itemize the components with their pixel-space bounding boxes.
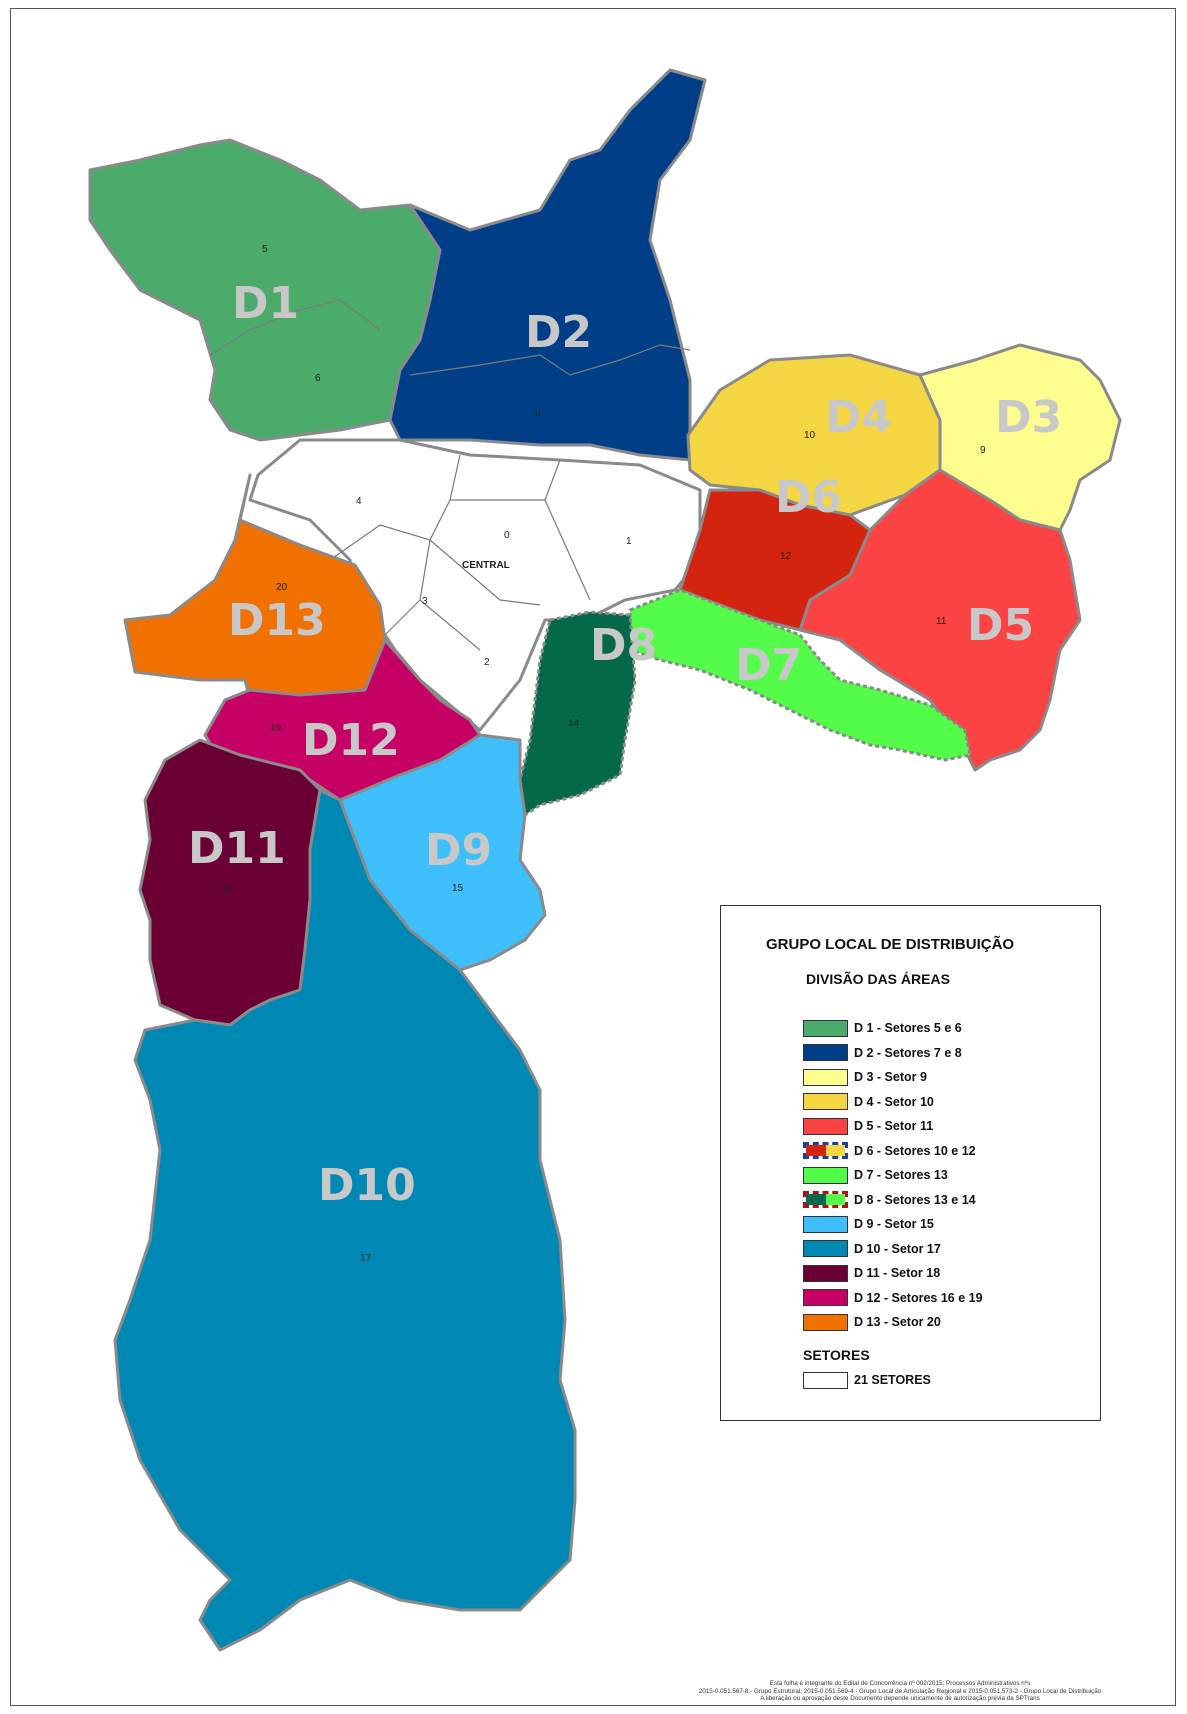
legend-item-label: D 10 - Setor 17 (854, 1241, 941, 1256)
sector-label: 0 (504, 530, 510, 541)
legend-item-label: D 6 - Setores 10 e 12 (854, 1143, 976, 1158)
sector-label: 15 (452, 883, 464, 894)
label-d2: D2 (525, 307, 592, 358)
sector-label: 3 (422, 596, 428, 607)
district-d6 (678, 488, 872, 632)
legend-subtitle: DIVISÃO DAS ÁREAS (806, 971, 950, 987)
district-d8 (518, 610, 637, 817)
legend-item-label: D 3 - Setor 9 (854, 1070, 927, 1084)
legend-item: D 11 - Setor 18 (803, 1263, 940, 1283)
sector-label: 17 (360, 1253, 372, 1264)
legend-swatch (803, 1371, 848, 1389)
legend-item-label: D 4 - Setor 10 (854, 1094, 934, 1109)
legend-swatch (802, 1141, 849, 1160)
footer-note: Esta folha é integrante do Edital de Con… (650, 1680, 1150, 1703)
sector-label: 2 (484, 657, 490, 668)
legend-title: GRUPO LOCAL DE DISTRIBUIÇÃO (766, 936, 1015, 953)
legend-sectors-heading: SETORES (803, 1347, 870, 1363)
district-d12 (203, 638, 482, 802)
label-d8: D8 (590, 620, 657, 671)
legend-item: D 2 - Setores 7 e 8 (803, 1043, 962, 1063)
legend-item: D 10 - Setor 17 (803, 1239, 941, 1259)
legend-item-label: D 12 - Setores 16 e 19 (854, 1290, 983, 1305)
label-d3: D3 (995, 392, 1062, 443)
label-d10: D10 (318, 1160, 416, 1211)
legend-swatch (803, 1019, 848, 1037)
footer-line-3: A liberação ou aprovação deste Documento… (760, 1695, 1040, 1702)
legend-item: D 7 - Setores 13 (803, 1165, 948, 1185)
legend-swatch (803, 1044, 848, 1061)
district-d2 (388, 68, 707, 462)
label-d12: D12 (302, 715, 400, 766)
legend-item-label: D 5 - Setor 11 (854, 1119, 934, 1133)
legend-item-label: D 11 - Setor 18 (854, 1266, 941, 1280)
legend-item: D 5 - Setor 11 (803, 1116, 933, 1136)
sector-label: 6 (315, 373, 321, 384)
label-d9: D9 (425, 825, 492, 876)
legend-swatch (803, 1191, 848, 1208)
legend-item: D 4 - Setor 10 (803, 1092, 934, 1112)
district-d10 (113, 788, 577, 1652)
legend-item: D 12 - Setores 16 e 19 (803, 1288, 983, 1308)
legend-item-label: D 9 - Setor 15 (854, 1217, 934, 1231)
sector-label: 4 (356, 496, 362, 507)
legend-swatch (803, 1117, 848, 1135)
sector-label: 9 (980, 445, 986, 456)
sector-label: 12 (780, 551, 792, 562)
legend-item-label: D 8 - Setores 13 e 14 (854, 1192, 976, 1207)
legend-box: GRUPO LOCAL DE DISTRIBUIÇÃO DIVISÃO DAS … (720, 905, 1101, 1421)
label-d13: D13 (228, 595, 326, 646)
legend-swatch (803, 1289, 848, 1306)
legend-item-label: D 13 - Setor 20 (854, 1315, 941, 1329)
d1-inner-border (209, 299, 381, 356)
legend-item-label: D 1 - Setores 5 e 6 (854, 1021, 962, 1035)
legend-item: D 8 - Setores 13 e 14 (803, 1190, 976, 1210)
legend-item-label: 21 SETORES (854, 1373, 931, 1387)
label-d7: D7 (735, 640, 802, 691)
legend-swatch (803, 1264, 848, 1282)
district-d7 (628, 588, 972, 762)
sector-label: 11 (936, 616, 947, 627)
label-d1: D1 (232, 278, 299, 329)
sector-label: 20 (276, 582, 288, 593)
sector-label: 10 (804, 430, 816, 441)
sector-label: 16 (222, 885, 234, 896)
central-label: CENTRAL (462, 560, 510, 571)
legend-swatch (803, 1215, 848, 1233)
central-sector-borders (329, 454, 591, 651)
label-d5: D5 (967, 600, 1034, 651)
legend-swatch (803, 1240, 848, 1257)
footer-line-2: 2015-0.051.567-8 - Grupo Estrutural; 201… (698, 1687, 1102, 1695)
legend-item: D 13 - Setor 20 (803, 1312, 941, 1332)
sector-label: 19 (270, 723, 282, 734)
label-d4: D4 (825, 392, 892, 443)
legend-item: D 1 - Setores 5 e 6 (803, 1018, 962, 1038)
label-d11: D11 (188, 823, 286, 874)
legend-swatch (803, 1093, 848, 1110)
district-d11 (138, 738, 322, 1027)
sector-label: 8 (535, 409, 541, 420)
legend-item: D 6 - Setores 10 e 12 (802, 1141, 976, 1161)
page-frame (10, 8, 1176, 1706)
d2-inner-border (409, 344, 691, 376)
legend-item: D 3 - Setor 9 (803, 1067, 927, 1087)
sector-label: 5 (262, 244, 268, 255)
legend-swatch (803, 1166, 848, 1184)
legend-item-label: D 7 - Setores 13 (854, 1168, 948, 1182)
footer-line-1: Esta folha é integrante do Edital de Con… (769, 1680, 1031, 1687)
sector-label: 14 (568, 718, 580, 729)
legend-swatch (803, 1068, 848, 1086)
legend-item: D 9 - Setor 15 (803, 1214, 934, 1234)
sector-label: 1 (626, 536, 632, 547)
legend-swatch (803, 1313, 848, 1331)
label-d6: D6 (775, 472, 842, 523)
legend-item-sectors: 21 SETORES (803, 1370, 931, 1390)
legend-item-label: D 2 - Setores 7 e 8 (854, 1045, 962, 1060)
